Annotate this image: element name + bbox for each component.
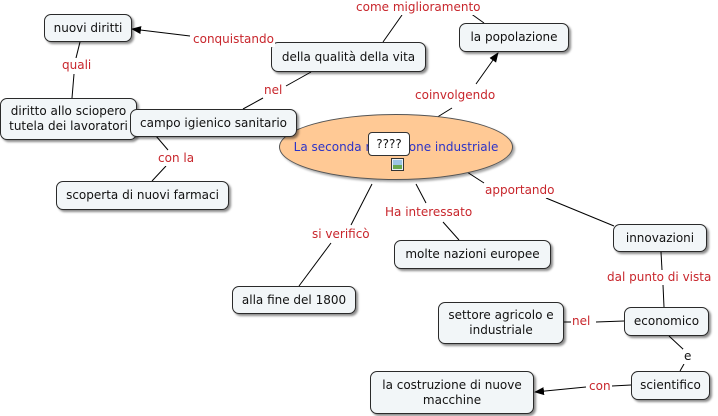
concept-nazioni-europee[interactable]: molte nazioni europee — [394, 240, 551, 269]
link-coinvolgendo: coinvolgendo — [414, 88, 497, 103]
concept-nuovi-diritti[interactable]: nuovi diritti — [44, 14, 132, 42]
link-ha-interessato: Ha interessato — [384, 205, 474, 220]
link-nel-2: nel — [571, 314, 592, 329]
line-root-interessato — [415, 183, 427, 204]
link-apportando: apportando — [484, 183, 556, 198]
concept-costruzione[interactable]: la costruzione di nuove macchine — [370, 371, 534, 414]
line-scientifico-con — [611, 384, 632, 387]
line-economico-e — [668, 335, 685, 351]
arrow-con-costruzione — [534, 386, 587, 396]
arrow-coinvolgendo-popolazione — [475, 52, 499, 85]
link-con-la: con la — [157, 151, 196, 166]
tooltip-text: ???? — [376, 137, 402, 151]
line-root-apportando — [466, 171, 485, 184]
concept-economico[interactable]: economico — [624, 307, 709, 336]
link-quali: quali — [61, 58, 93, 73]
line-e-scientifico — [679, 363, 685, 372]
line-verifico-fine1800 — [298, 242, 332, 287]
line-interessato-nazioni — [442, 221, 460, 241]
link-con: con — [588, 379, 612, 394]
line-conla-farmaci — [151, 165, 167, 182]
concept-campo-igienico[interactable]: campo igienico sanitario — [130, 109, 297, 137]
line-campo-conla — [155, 135, 169, 151]
concept-scientifico[interactable]: scientifico — [631, 371, 710, 400]
concept-nuovi-farmaci[interactable]: scoperta di nuovi farmaci — [56, 181, 229, 210]
link-nel-1: nel — [263, 83, 284, 98]
link-e: e — [683, 349, 693, 364]
line-innovazioni-puntodivista — [660, 251, 663, 271]
concept-popolazione[interactable]: la popolazione — [459, 23, 569, 52]
line-nel-campo — [242, 97, 264, 110]
concept-innovazioni[interactable]: innovazioni — [613, 224, 707, 252]
concept-qualita-vita[interactable]: della qualità della vita — [271, 42, 426, 72]
link-dal-punto-di-vista: dal punto di vista — [606, 270, 713, 285]
line-diritti-quali — [75, 41, 81, 59]
tooltip-placeholder: ???? — [368, 132, 410, 156]
concept-fine-1800[interactable]: alla fine del 1800 — [232, 286, 356, 314]
image-icon[interactable] — [391, 158, 404, 171]
concept-diritto-sciopero[interactable]: diritto allo sciopero tutela dei lavorat… — [0, 98, 137, 140]
line-puntodivista-economico — [662, 284, 665, 308]
line-apportando-innovazioni — [545, 197, 615, 227]
line-quali-sciopero — [71, 73, 75, 99]
link-si-verifico: si verificò — [311, 227, 371, 242]
link-conquistando: conquistando — [192, 32, 275, 47]
concept-settore[interactable]: settore agricolo e industriale — [438, 302, 564, 344]
line-qualita-nel — [285, 71, 312, 87]
arrow-conquistando-diritti — [131, 26, 191, 37]
line-economico-nel — [595, 320, 625, 323]
line-qualita-miglioramento — [382, 14, 403, 43]
line-root-verifico — [350, 183, 373, 226]
link-come-miglioramento: come miglioramento — [355, 0, 482, 15]
